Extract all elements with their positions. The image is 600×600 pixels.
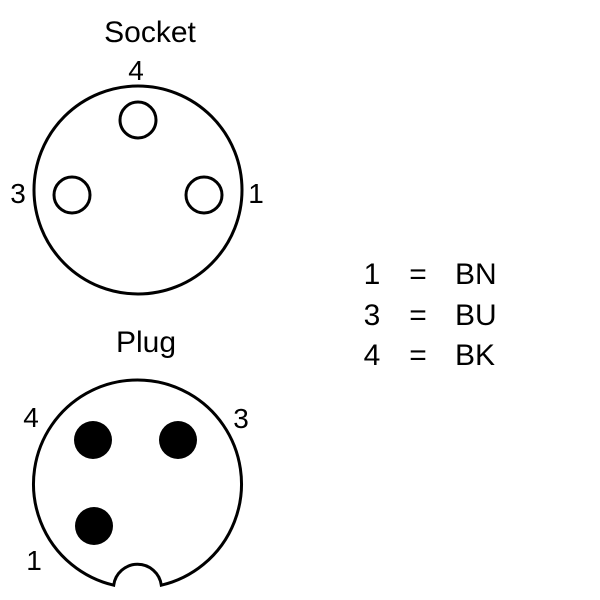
legend-code-bk: BK	[455, 339, 495, 372]
socket-pin-label-4: 4	[128, 55, 144, 86]
legend-pin-3: 3	[364, 299, 381, 332]
wire-color-legend: 1 = BN 3 = BU 4 = BK	[364, 258, 497, 372]
plug-pin-1	[75, 507, 113, 545]
legend-equals-3: =	[409, 339, 427, 372]
plug-view: Plug 4 3 1	[23, 326, 249, 588]
socket-title: Socket	[104, 16, 196, 49]
legend-pin-4: 4	[364, 339, 381, 372]
socket-pin-label-3: 3	[10, 178, 26, 209]
legend-pin-1: 1	[364, 258, 381, 291]
plug-title: Plug	[116, 326, 176, 359]
socket-pin-label-1: 1	[248, 178, 264, 209]
legend-equals-1: =	[409, 258, 427, 291]
plug-pin-label-1: 1	[26, 545, 42, 576]
socket-hole-3	[52, 175, 92, 215]
plug-outline	[32, 378, 243, 588]
plug-pin-3	[159, 421, 197, 459]
legend-row-1: 1 = BN	[364, 258, 497, 291]
plug-pin-label-4: 4	[23, 402, 39, 433]
socket-view: Socket 4 3 1	[10, 16, 264, 296]
legend-code-bn: BN	[455, 258, 497, 291]
legend-code-bu: BU	[455, 299, 497, 332]
legend-row-2: 3 = BU	[364, 299, 497, 332]
socket-hole-1	[184, 175, 224, 215]
legend-row-3: 4 = BK	[364, 339, 495, 372]
plug-pin-4	[74, 421, 112, 459]
socket-hole-4	[118, 100, 158, 140]
plug-pin-label-3: 3	[233, 403, 249, 434]
socket-outline	[32, 84, 244, 296]
legend-equals-2: =	[409, 299, 427, 332]
